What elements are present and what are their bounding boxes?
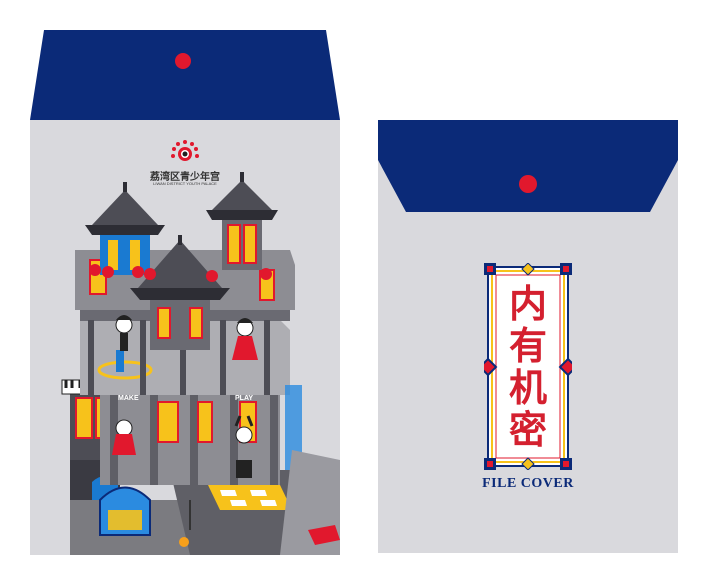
logo-name-cn: 荔湾区青少年宫: [150, 172, 220, 183]
envelope-front: MAKE PLAY SING READ: [30, 30, 340, 555]
label-frame: [484, 263, 572, 470]
logo-icon: [171, 140, 199, 161]
sign-label-play: PLAY: [235, 395, 253, 402]
central-pagoda: [130, 235, 230, 350]
palace-illustration: MAKE PLAY SING READ: [61, 172, 340, 555]
waterfall: [285, 385, 302, 470]
logo: 荔湾区青少年宫 LIWAN DISTRICT YOUTH PALACE: [150, 138, 220, 190]
cherries: [89, 264, 272, 282]
flap-button: [175, 53, 191, 69]
label-char-2: 有: [508, 323, 547, 368]
envelope-flap: [378, 120, 678, 212]
flap-button: [519, 175, 537, 193]
label-frame-graphic: [484, 263, 572, 470]
file-cover-caption: FILE COVER: [482, 476, 574, 491]
envelope-back-graphic: [378, 120, 678, 553]
sign-label-make: MAKE: [118, 395, 139, 402]
checker-floor: [208, 485, 292, 510]
envelope-back: [378, 120, 678, 553]
logo-name-en: LIWAN DISTRICT YOUTH PALACE: [153, 181, 217, 186]
label-char-3: 机: [508, 365, 547, 410]
label-char-4: 密: [508, 407, 547, 452]
label-char-1: 内: [508, 281, 547, 326]
envelope-front-graphic: MAKE PLAY SING READ: [30, 30, 340, 555]
envelope-flap: [30, 30, 340, 120]
right-pagoda: [206, 172, 278, 270]
performer-figures: [112, 315, 258, 478]
label-text: 内 有 机 密: [500, 283, 556, 458]
